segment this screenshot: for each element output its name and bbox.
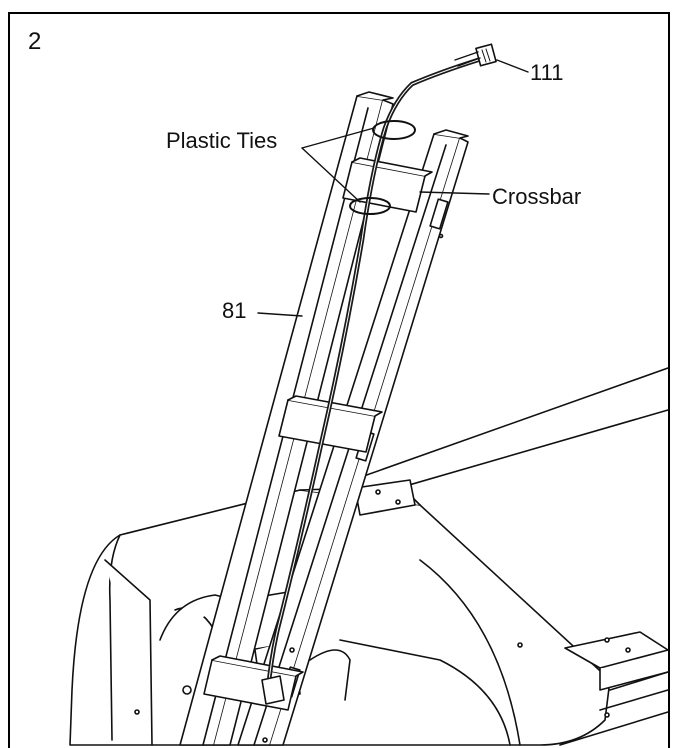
leader-111 <box>496 59 529 73</box>
upright-left-top <box>356 91 394 101</box>
callout-plastic-ties: Plastic Ties <box>166 128 278 153</box>
crossbar-top-edge <box>351 157 433 177</box>
screw <box>289 647 295 653</box>
screw <box>517 642 523 648</box>
leader-tie-upper <box>301 127 375 149</box>
connector-leads <box>454 51 481 67</box>
hood-opening-right <box>309 649 351 701</box>
screw <box>604 712 610 718</box>
screw <box>262 737 268 743</box>
plastic-tie-upper <box>372 120 416 140</box>
leader-81 <box>257 312 303 317</box>
leader-lines <box>257 59 529 317</box>
deck-side-rail-3 <box>559 711 669 746</box>
callout-crossbar: Crossbar <box>492 184 582 209</box>
wire-clip <box>261 675 285 705</box>
callout-81: 81 <box>222 298 247 323</box>
screw <box>134 709 140 715</box>
wire-connector <box>475 43 497 67</box>
hood-curve <box>419 559 521 746</box>
wire-highlight <box>267 59 479 691</box>
deck-bracket-left <box>354 479 416 516</box>
plastic-ties <box>349 120 416 215</box>
deck-bracket-right <box>564 631 669 669</box>
crossbar-middle-edge <box>287 395 383 417</box>
step-number: 2 <box>28 28 42 55</box>
bolt-hole <box>395 499 401 505</box>
connector-pins <box>481 48 491 63</box>
plastic-tie-lower <box>349 197 391 215</box>
bolt-hole <box>604 637 610 643</box>
deck-side-rail <box>609 671 669 691</box>
leader-crossbar <box>419 191 490 195</box>
crossbar-bottom-edge <box>211 655 304 677</box>
deck-side-rail-2 <box>599 689 669 711</box>
hood-inner-edge <box>104 559 153 746</box>
upright-right-top <box>433 129 469 139</box>
upright-slot <box>429 198 449 230</box>
hood-opening <box>159 594 236 641</box>
bolt-hole <box>625 647 631 653</box>
deck-bracket-right-side <box>599 667 669 691</box>
callout-111: 111 <box>530 60 564 85</box>
bolt-hole <box>375 489 381 495</box>
wire-harness-111 <box>261 43 497 705</box>
screw <box>182 685 192 695</box>
leader-tie-lower <box>301 147 361 203</box>
hood-lower-edge <box>339 639 511 746</box>
screw <box>438 233 444 239</box>
